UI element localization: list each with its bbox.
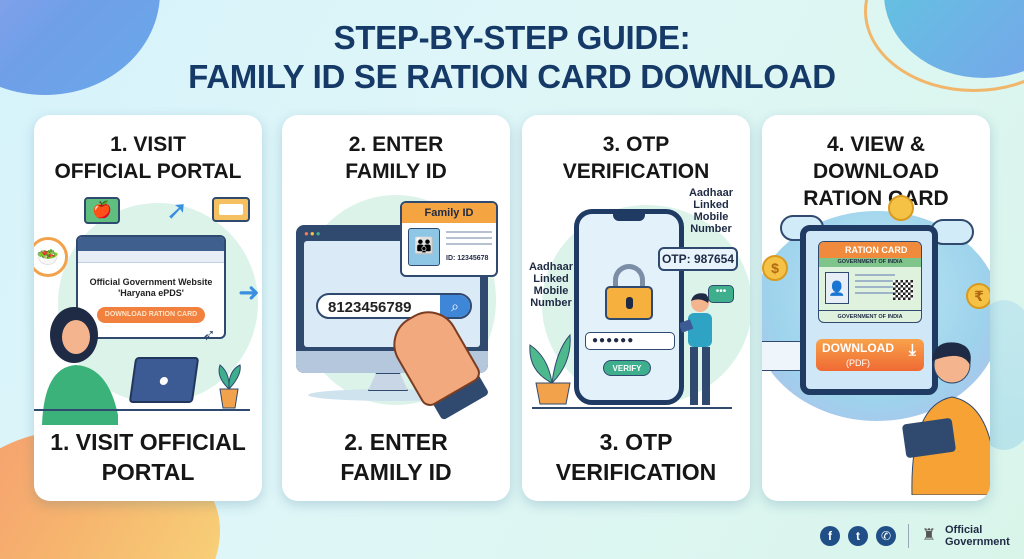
download-format: (PDF) (846, 357, 870, 368)
phone-notch (613, 213, 645, 221)
twitter-icon[interactable]: t (848, 526, 868, 546)
footer-label-line-2: Government (945, 536, 1010, 548)
step-3-heading-line-1: 3. OTP (602, 133, 670, 156)
bowl-icon: 🥗 (34, 237, 68, 277)
man-icon (680, 293, 712, 405)
step-1-heading: 1. VISIT OFFICIAL PORTAL (34, 131, 262, 185)
arrow-right-icon: ➜ (238, 277, 260, 307)
cursor-icon: ➶ (202, 327, 216, 344)
user-photo-icon: 👤 (825, 272, 849, 304)
step-card-4: 4. VIEW & DOWNLOAD RATION CARD $ ₹ RATIO… (762, 115, 990, 501)
step-2-illustration: ●●● ⌕ Family ID 👪 ID: 12345678 (282, 185, 510, 425)
family-id-input[interactable] (328, 297, 438, 317)
family-id-number: ID: 12345678 (446, 255, 489, 262)
window-dots: ●●● (304, 229, 322, 238)
download-ration-card-button[interactable]: DOWNLOAD RATION CARD (97, 307, 205, 323)
arrow-icon: ➚ (166, 195, 188, 225)
browser-text: Official Government Website 'Haryana ePD… (78, 277, 224, 299)
website-subtitle: 'Haryana ePDS' (118, 288, 184, 298)
title-line-2: FAMILY ID SE RATION CARD DOWNLOAD (188, 58, 836, 95)
footer-divider (908, 524, 909, 548)
desk-line (34, 409, 250, 411)
ration-card-subtitle: GOVERNMENT OF INDIA (819, 258, 921, 267)
text-lines (855, 274, 895, 298)
step-2-caption: 2. ENTER FAMILY ID (282, 427, 510, 487)
step-4-heading-line-1: 4. VIEW & DOWNLOAD (813, 133, 939, 183)
whatsapp-icon[interactable]: ✆ (876, 526, 896, 546)
coin-icon (888, 195, 914, 221)
id-card-mini-icon (762, 341, 802, 371)
footer: f t ✆ ♜ Official Government (820, 521, 1010, 551)
aadhaar-label-left: Aadhaar Linked Mobile Number (528, 261, 574, 309)
floor-line (532, 407, 732, 409)
download-icon: ⤓ (908, 342, 916, 359)
qr-code-icon (893, 280, 913, 300)
aadhaar-label-right: Aadhaar Linked Mobile Number (688, 187, 734, 235)
page-title: STEP-BY-STEP GUIDE: FAMILY ID SE RATION … (0, 18, 1024, 96)
browser-titlebar (78, 237, 224, 251)
download-label: DOWNLOAD (822, 340, 894, 355)
national-emblem-icon: ♜ (921, 527, 937, 544)
ration-card: RATION CARD GOVERNMENT OF INDIA 👤 GOVERN… (818, 241, 922, 323)
title-line-1: STEP-BY-STEP GUIDE: (333, 19, 691, 56)
step-2-heading-line-2: FAMILY ID (345, 160, 447, 183)
footer-label-line-1: Official (945, 524, 983, 536)
family-id-search-box: ⌕ (316, 293, 472, 319)
rupee-coin-icon: ₹ (966, 283, 990, 309)
family-id-card: Family ID 👪 ID: 12345678 (400, 201, 498, 277)
step-4-illustration: $ ₹ RATION CARD GOVERNMENT OF INDIA 👤 GO… (762, 185, 990, 501)
step-3-caption-line-1: 3. OTP (599, 429, 673, 455)
browser-address-bar (78, 251, 224, 263)
browser-window: Official Government Website 'Haryana ePD… (76, 235, 226, 339)
search-icon[interactable]: ⌕ (440, 295, 470, 317)
food-icon: 🍎 (84, 197, 120, 224)
step-3-heading: 3. OTP VERIFICATION (522, 131, 750, 185)
verify-button[interactable]: VERIFY (603, 360, 651, 376)
official-government-label: Official Government (945, 524, 1010, 548)
step-2-caption-line-2: FAMILY ID (340, 459, 452, 485)
plant-icon (529, 333, 571, 405)
step-3-caption-line-2: VERIFICATION (555, 459, 717, 485)
ration-card-title: RATION CARD (819, 242, 921, 258)
step-3-illustration: Aadhaar Linked Mobile Number Aadhaar Lin… (522, 185, 750, 425)
facebook-icon[interactable]: f (820, 526, 840, 546)
family-id-card-title: Family ID (402, 203, 496, 223)
step-card-3: 3. OTP VERIFICATION Aadhaar Linked Mobil… (522, 115, 750, 501)
step-1-caption: 1. VISIT OFFICIAL PORTAL (34, 427, 262, 487)
man-with-tablet-icon (902, 342, 990, 495)
step-1-caption-line-2: PORTAL (101, 459, 195, 485)
step-3-caption: 3. OTP VERIFICATION (522, 427, 750, 487)
step-2-heading: 2. ENTER FAMILY ID (282, 131, 510, 185)
step-1-heading-line-1: 1. VISIT (110, 133, 186, 156)
chat-icon: ••• (708, 285, 734, 303)
step-1-heading-line-2: OFFICIAL PORTAL (54, 160, 242, 183)
otp-message-bubble: OTP: 987654 (658, 247, 738, 271)
lock-icon (605, 264, 653, 320)
ration-card-footer: GOVERNMENT OF INDIA (819, 310, 921, 322)
laptop-icon (128, 357, 200, 403)
download-pdf-button[interactable]: DOWNLOAD (PDF) ⤓ (816, 339, 924, 371)
step-2-caption-line-1: 2. ENTER (344, 429, 448, 455)
step-card-2: 2. ENTER FAMILY ID ●●● ⌕ Family ID 👪 ID:… (282, 115, 510, 501)
plant-icon (218, 364, 241, 409)
dollar-coin-icon: $ (762, 255, 788, 281)
step-1-illustration: 🍎 🥗 ➚ ➜ Official Government Website 'Har… (34, 185, 262, 425)
step-3-heading-line-2: VERIFICATION (562, 160, 710, 183)
step-2-heading-line-1: 2. ENTER (348, 133, 444, 156)
website-name: Official Government Website (89, 277, 213, 287)
phone-icon: ●●●●●● VERIFY (574, 209, 684, 405)
family-icon: 👪 (408, 228, 440, 266)
card-icon (212, 197, 250, 222)
step-1-caption-line-1: 1. VISIT OFFICIAL (50, 429, 246, 455)
tablet-icon: RATION CARD GOVERNMENT OF INDIA 👤 GOVERN… (800, 225, 938, 395)
step-card-1: 1. VISIT OFFICIAL PORTAL 🍎 🥗 ➚ ➜ Officia… (34, 115, 262, 501)
otp-input[interactable]: ●●●●●● (585, 332, 675, 350)
woman-icon (42, 307, 118, 425)
text-lines (446, 231, 492, 249)
